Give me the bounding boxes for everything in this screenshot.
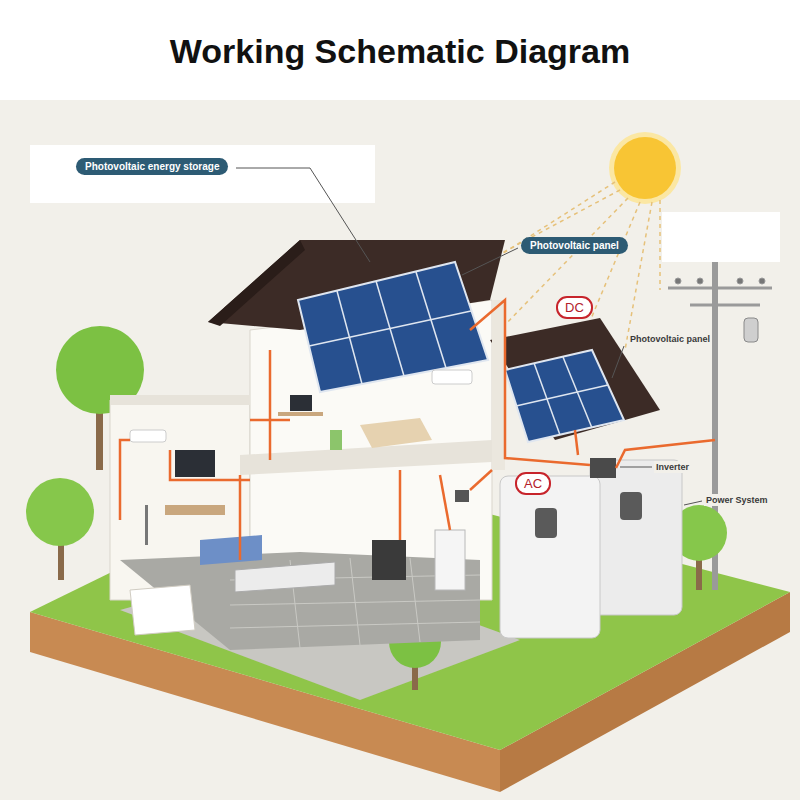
house-part bbox=[110, 395, 250, 405]
house-part bbox=[130, 585, 195, 635]
utility-pole-part bbox=[668, 287, 772, 290]
electric-wires-part bbox=[120, 440, 130, 520]
label-text: AC bbox=[524, 476, 542, 491]
sun bbox=[609, 132, 681, 204]
solar-panels-part-part bbox=[516, 385, 608, 406]
solar-panels bbox=[298, 262, 624, 442]
label-pill: Photovoltaic energy storage bbox=[76, 158, 228, 175]
leader-lines-part bbox=[462, 248, 518, 275]
electric-wires bbox=[120, 300, 715, 560]
battery-cabinets-part bbox=[500, 476, 600, 638]
battery-cabinets bbox=[500, 458, 682, 638]
utility-pole-part bbox=[759, 278, 765, 284]
utility-pole-part bbox=[697, 278, 703, 284]
battery-cabinets-part bbox=[590, 460, 682, 615]
leader-lines-part bbox=[612, 346, 624, 378]
house bbox=[110, 240, 660, 650]
electric-wires-part bbox=[575, 430, 578, 455]
furniture-part bbox=[435, 530, 465, 590]
utility-pole-part bbox=[737, 278, 743, 284]
furniture-part bbox=[235, 562, 335, 592]
utility-pole-part bbox=[744, 318, 758, 342]
electric-wires-part bbox=[170, 450, 250, 480]
sun-part bbox=[614, 137, 676, 199]
label-text: Photovoltaic energy storage bbox=[85, 161, 219, 172]
house-part bbox=[208, 240, 305, 326]
utility-pole-part bbox=[675, 278, 681, 284]
furniture-part bbox=[165, 505, 225, 515]
furniture-part bbox=[175, 450, 215, 477]
label-text: DC bbox=[565, 300, 584, 315]
furniture-part bbox=[432, 370, 472, 384]
solar-panels-part bbox=[516, 357, 608, 435]
sun-rays-part bbox=[659, 200, 661, 290]
trees-part bbox=[26, 478, 94, 546]
house-part bbox=[492, 300, 505, 470]
label-panel bbox=[30, 145, 375, 203]
furniture-part bbox=[455, 490, 469, 502]
solar-panels-part bbox=[505, 350, 624, 442]
solar-panels-part-part bbox=[309, 311, 471, 346]
leader-lines-part bbox=[236, 168, 370, 262]
house-part-part bbox=[410, 558, 420, 642]
furniture-part bbox=[278, 412, 323, 416]
furniture-part bbox=[330, 430, 342, 450]
battery-cabinets-part bbox=[620, 492, 642, 520]
furniture-part bbox=[130, 430, 166, 442]
electric-wires-part bbox=[250, 419, 290, 422]
furniture-part bbox=[372, 540, 406, 580]
house-part-part bbox=[230, 622, 480, 628]
furniture-part bbox=[145, 505, 148, 545]
battery-cabinets-part bbox=[535, 508, 557, 538]
utility-pole bbox=[668, 262, 772, 590]
current-tag: AC bbox=[515, 472, 551, 495]
diagram-title: Working Schematic Diagram bbox=[0, 32, 800, 71]
solar-panels-part bbox=[298, 262, 488, 392]
current-tag: DC bbox=[556, 296, 593, 319]
sun-rays-part bbox=[500, 198, 628, 330]
house-part bbox=[240, 440, 492, 475]
label-text: Photovoltaic panel bbox=[530, 240, 619, 251]
leader-lines-part bbox=[620, 467, 652, 468]
house-part bbox=[120, 552, 480, 650]
sun-rays-part bbox=[625, 202, 652, 350]
background bbox=[0, 100, 800, 800]
utility-pole-part bbox=[690, 304, 760, 307]
furniture bbox=[130, 370, 472, 592]
part-label: Power System bbox=[704, 494, 770, 506]
electric-wires-part bbox=[470, 470, 492, 490]
furniture-part bbox=[200, 535, 262, 565]
furniture-part bbox=[290, 395, 312, 411]
label-pill: Photovoltaic panel bbox=[521, 237, 628, 254]
leader-lines-part bbox=[684, 501, 702, 505]
battery-cabinets-part bbox=[590, 458, 616, 478]
electric-wires-part bbox=[399, 470, 402, 540]
electric-wires-part bbox=[239, 475, 242, 560]
part-label: Photovoltaic panel bbox=[628, 333, 712, 345]
solar-panels-part bbox=[309, 272, 471, 384]
furniture-part bbox=[360, 418, 432, 448]
electric-wires-part bbox=[470, 300, 590, 465]
house-part-part bbox=[350, 558, 360, 645]
part-label: Inverter bbox=[654, 461, 691, 473]
label-panel bbox=[662, 212, 780, 262]
electric-wires-part bbox=[440, 475, 450, 530]
sun-part bbox=[609, 132, 681, 204]
electric-wires-part bbox=[269, 350, 272, 460]
